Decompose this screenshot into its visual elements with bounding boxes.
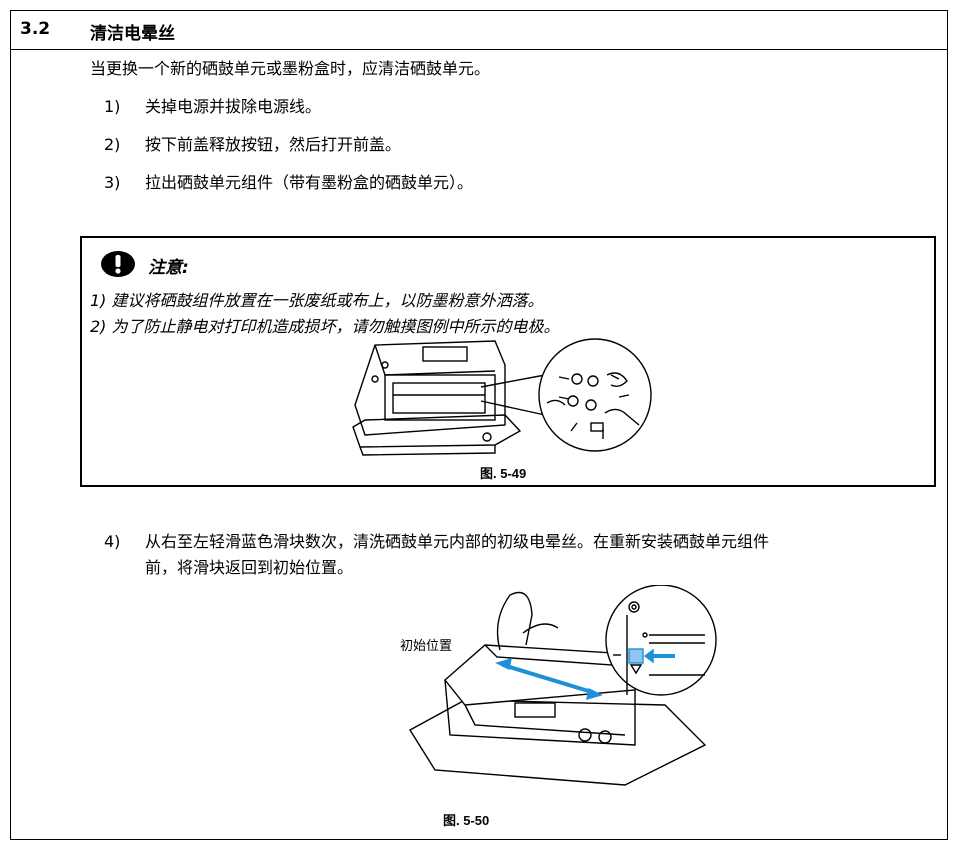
step-4-line-2: 前，将滑块返回到初始位置。 bbox=[145, 558, 354, 577]
figure-5-50-caption: 图. 5-50 bbox=[443, 813, 490, 828]
step-4-number: 4) bbox=[104, 532, 121, 551]
figure-5-49-caption: 图. 5-49 bbox=[480, 466, 527, 481]
step-1-text: 关掉电源并拔除电源线。 bbox=[145, 97, 322, 116]
caution-title: 注意: bbox=[148, 258, 189, 278]
printer-drum-illustration bbox=[352, 338, 652, 456]
step-4-line-1: 从右至左轻滑蓝色滑块数次，清洗硒鼓单元内部的初级电晕丝。在重新安装硒鼓单元组件 bbox=[145, 532, 770, 551]
step-3-number: 3) bbox=[104, 173, 121, 192]
section-title: 清洁电晕丝 bbox=[90, 24, 175, 44]
page-frame bbox=[10, 10, 948, 840]
caution-box bbox=[80, 236, 936, 487]
step-2-text: 按下前盖释放按钮，然后打开前盖。 bbox=[145, 135, 402, 154]
drum-unit-illustration bbox=[409, 585, 717, 786]
intro-text: 当更换一个新的硒鼓单元或墨粉盒时，应清洁硒鼓单元。 bbox=[90, 59, 491, 78]
step-1-number: 1) bbox=[104, 97, 121, 116]
caution-line-2: 2) 为了防止静电对打印机造成损坏，请勿触摸图例中所示的电极。 bbox=[90, 317, 560, 336]
caution-line-1: 1) 建议将硒鼓组件放置在一张废纸或布上，以防墨粉意外洒落。 bbox=[90, 291, 544, 310]
step-3-text: 拉出硒鼓单元组件（带有墨粉盒的硒鼓单元）。 bbox=[145, 173, 474, 192]
section-header bbox=[10, 10, 948, 50]
exclamation-icon bbox=[101, 251, 135, 277]
section-number: 3.2 bbox=[20, 19, 51, 39]
step-2-number: 2) bbox=[104, 135, 121, 154]
initial-position-label: 初始位置 bbox=[400, 639, 453, 654]
